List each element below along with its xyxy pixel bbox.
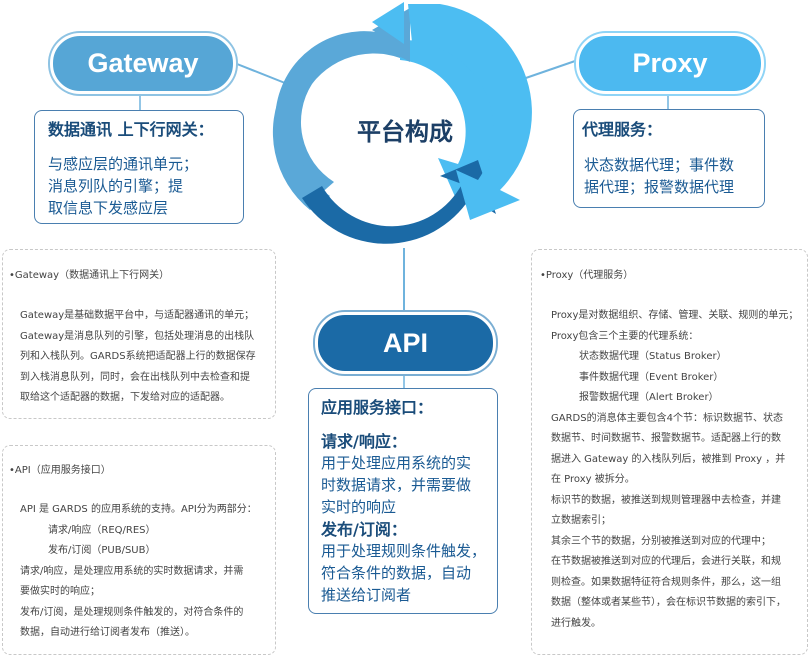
proxy-note-line: Proxy是对数据组织、存储、管理、关联、规则的单元； — [551, 310, 799, 321]
api-note-line: 请求/响应（REQ/RES） — [48, 524, 156, 536]
gateway-note-line: 到入栈消息队列，同时，会在出栈队列中去检查和提 — [20, 371, 250, 383]
connector-gateway — [231, 61, 291, 86]
gateway-summary-box: 数据通讯 上下行网关： 与感应层的通讯单元； 消息列队的引擎；提 取信息下发感应… — [34, 110, 244, 224]
gateway-box-line: 取信息下发感应层 — [48, 199, 169, 217]
proxy-pill: Proxy — [576, 33, 764, 94]
ring-segment-api — [302, 160, 496, 244]
ring-arrowhead-proxy — [372, 2, 404, 44]
api-note-head: •API（应用服务接口） — [9, 465, 111, 476]
gateway-box-title: 数据通讯 上下行网关： — [48, 120, 214, 139]
proxy-note-line: 立数据索引； — [551, 515, 611, 526]
proxy-note: •Proxy（代理服务） Proxy是对数据组织、存储、管理、关联、规则的单元；… — [531, 249, 808, 655]
proxy-note-line: 事件数据代理（Event Broker） — [579, 371, 724, 383]
proxy-note-line: 进行触发。 — [551, 617, 601, 629]
api-note: •API（应用服务接口） API 是 GARDS 的应用系统的支持。API分为两… — [2, 445, 276, 655]
proxy-note-head: •Proxy（代理服务） — [540, 270, 634, 281]
proxy-note-line: 数据节、时间数据节、报警数据节。适配器上行的数 — [551, 433, 781, 444]
api-box-title: 应用服务接口： — [321, 398, 434, 417]
api-sub1-line: 实时的响应 — [321, 498, 397, 516]
api-note-line: 请求/响应，是处理应用系统的实时数据请求，并需 — [20, 565, 244, 577]
gateway-pill: Gateway — [50, 33, 236, 94]
gateway-note: •Gateway（数据通讯上下行网关） Gateway是基础数据平台中，与适配器… — [2, 249, 276, 419]
proxy-note-line: 在节数据被推送到对应的代理后，会进行关联，和规 — [551, 556, 781, 567]
proxy-note-line: 数据（整体或者某些节），会在标识节数据的索引下， — [551, 597, 786, 608]
connector-proxy — [519, 59, 579, 81]
proxy-box-title: 代理服务： — [582, 120, 663, 139]
gateway-box-line: 消息列队的引擎；提 — [48, 177, 184, 195]
proxy-note-line: GARDS的消息体主要包含4个节：标识数据节、状态 — [551, 412, 783, 424]
gateway-note-line: 列和入栈队列。GARDS系统把适配器上行的数据保存 — [20, 351, 256, 362]
api-sub1-line: 用于处理应用系统的实 — [321, 454, 472, 472]
api-note-line: 数据，自动进行给订阅者发布（推送）。 — [20, 627, 195, 638]
proxy-note-line: 状态数据代理（Status Broker） — [579, 351, 727, 362]
proxy-note-line: 在 Proxy 被拆分。 — [551, 474, 635, 485]
ring-segment-proxy — [400, 39, 508, 209]
proxy-note-line: 标识节的数据，被推送到规则管理器中去检查，并建 — [551, 494, 781, 506]
api-sub1-line: 时数据请求，并需要做 — [321, 476, 472, 494]
proxy-note-line: 据进入 Gateway 的入栈队列后，被推到 Proxy ，并 — [551, 453, 786, 465]
proxy-summary-box: 代理服务： 状态数据代理；事件数 据代理；报警数据代理 — [573, 109, 765, 208]
api-pill: API — [315, 312, 496, 374]
proxy-note-line: 其余三个节的数据，分别被推送到对应的代理中； — [551, 535, 771, 547]
api-summary-box: 应用服务接口： 请求/响应： 用于处理应用系统的实 时数据请求，并需要做 实时的… — [308, 388, 498, 614]
gateway-note-line: Gateway是消息队列的引擎，包括处理消息的出栈队 — [20, 330, 255, 342]
api-note-line: API 是 GARDS 的应用系统的支持。API分为两部分： — [20, 504, 257, 515]
gateway-note-line: 取给这个适配器的数据，下发给对应的适配器。 — [20, 392, 230, 403]
api-sub2-line: 用于处理规则条件触发， — [321, 542, 487, 560]
api-sub2-title: 发布/订阅： — [321, 520, 407, 539]
ring-segment-gateway — [275, 8, 410, 196]
api-sub2-line: 符合条件的数据，自动 — [321, 564, 472, 582]
ring-arrow-proxy — [408, 4, 532, 220]
ring-arc-left — [272, 32, 400, 211]
proxy-note-line: Proxy包含三个主要的代理系统： — [551, 330, 699, 342]
api-sub2-line: 推送给订阅者 — [321, 586, 412, 604]
proxy-note-line: 则检查。如果数据特征符合规则条件，那么，这一组 — [551, 576, 781, 588]
gateway-note-line: Gateway是基础数据平台中，与适配器通讯的单元； — [20, 310, 255, 321]
api-sub1-title: 请求/响应： — [321, 432, 407, 451]
proxy-note-line: 报警数据代理（Alert Broker） — [579, 392, 719, 403]
proxy-box-line: 据代理；报警数据代理 — [584, 178, 735, 196]
platform-title: 平台构成 — [357, 118, 453, 146]
proxy-box-line: 状态数据代理；事件数 — [584, 156, 735, 174]
gateway-box-line: 与感应层的通讯单元； — [48, 155, 199, 173]
gateway-note-head: •Gateway（数据通讯上下行网关） — [9, 270, 170, 281]
api-note-line: 发布/订阅（PUB/SUB） — [48, 545, 156, 556]
api-note-line: 要做实时的响应； — [20, 586, 100, 597]
api-note-line: 发布/订阅，是处理规则条件触发的，对符合条件的 — [20, 606, 244, 618]
